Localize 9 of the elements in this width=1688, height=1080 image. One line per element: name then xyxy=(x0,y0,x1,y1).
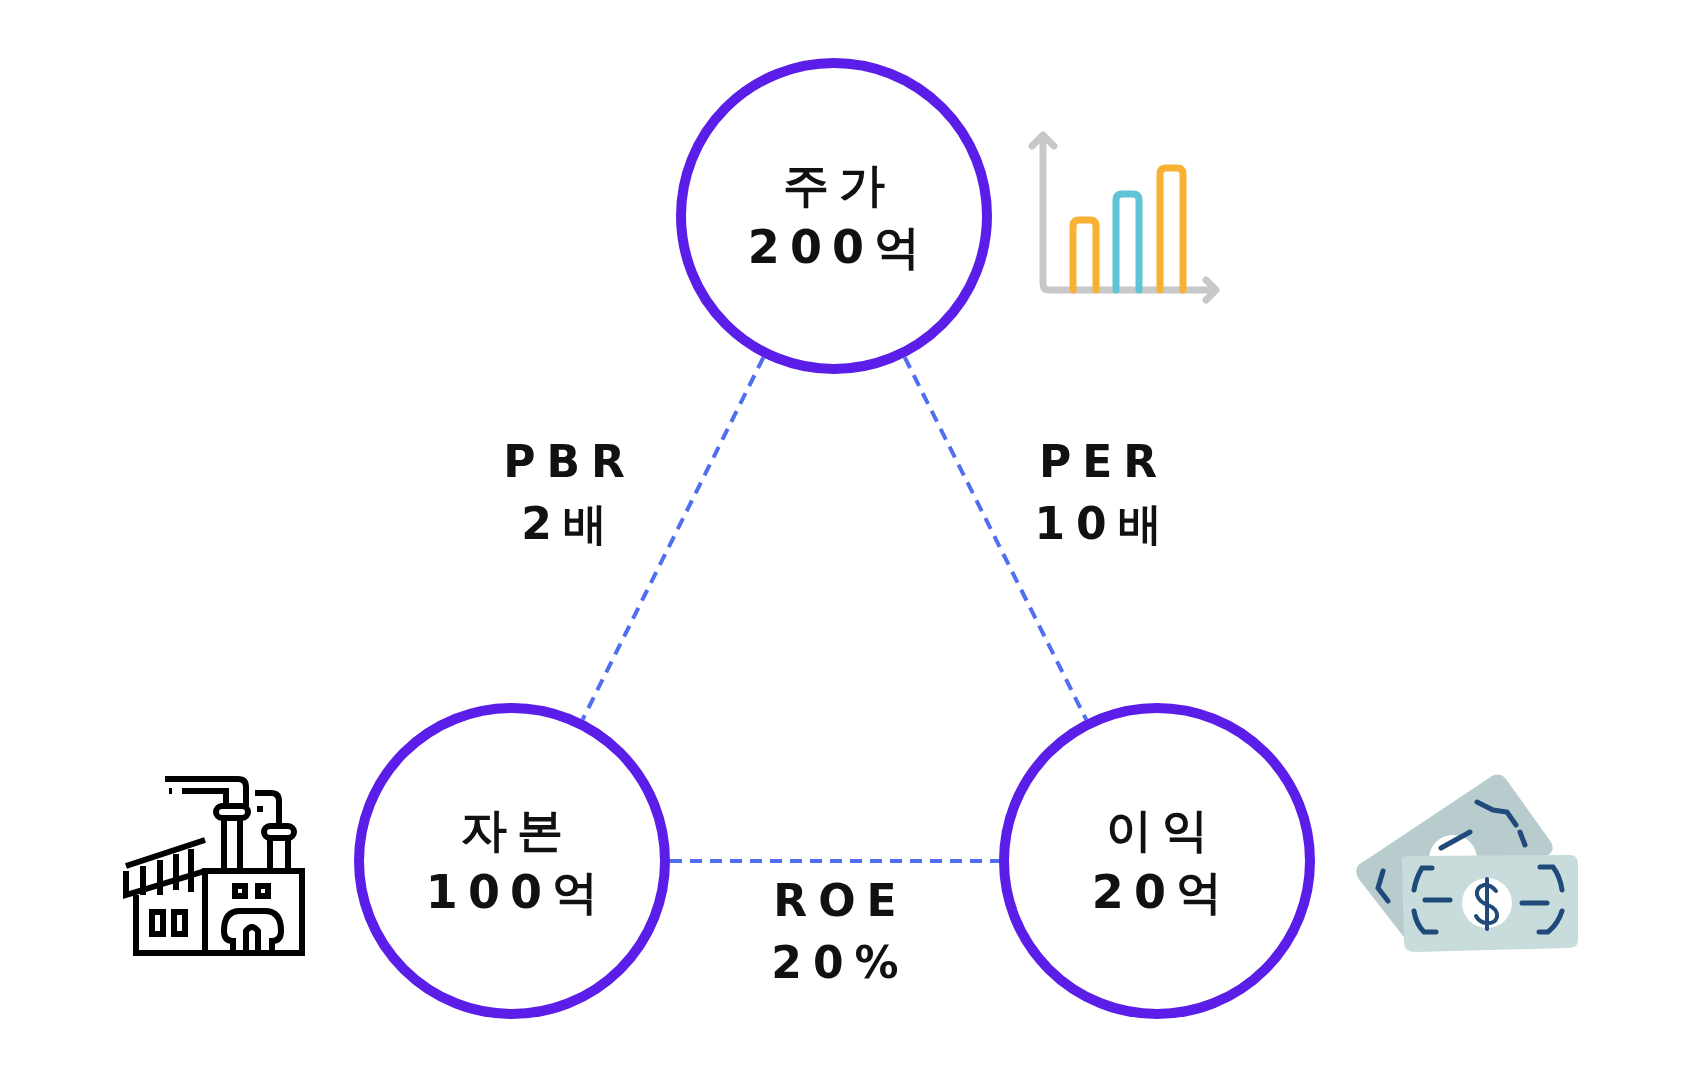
connector-line xyxy=(580,356,766,721)
node-title: 주가 xyxy=(782,156,896,214)
node-value: 20억 xyxy=(1091,864,1233,921)
node-value: 200억 xyxy=(747,219,931,276)
node-value: 100억 xyxy=(425,864,609,921)
connector-line xyxy=(670,859,999,863)
connector-line xyxy=(902,356,1089,721)
node-title: 이익 xyxy=(1105,801,1219,859)
node-title: 자본 xyxy=(460,801,574,859)
